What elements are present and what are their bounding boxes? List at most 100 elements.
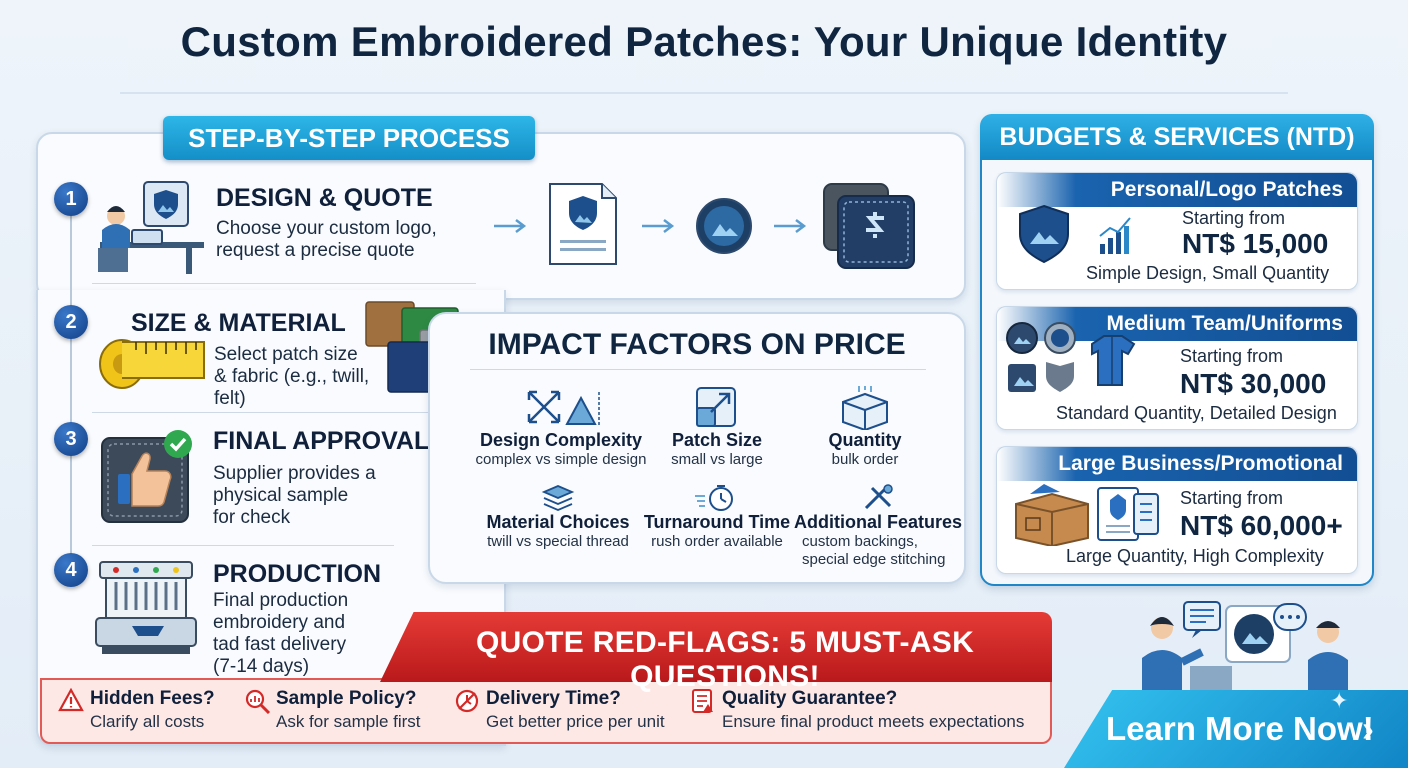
step-4-number: 4 <box>54 553 88 587</box>
budgets-title: BUDGETS & SERVICES (NTD) <box>980 114 1374 160</box>
step-2-desc-line: felt) <box>214 388 246 409</box>
budget-price: NT$ 60,000+ <box>1180 510 1343 541</box>
step-2-title: SIZE & MATERIAL <box>131 309 346 337</box>
redflag-title: Quality Guarantee? <box>722 688 898 709</box>
redflag-title: Hidden Fees? <box>90 688 215 709</box>
budget-note: Simple Design, Small Quantity <box>1086 263 1330 283</box>
factor-desc: rush order available <box>651 533 783 550</box>
budget-card-head: Medium Team/Uniforms <box>997 307 1357 341</box>
factor-turnaround-time: Turnaround Time rush order available <box>627 484 807 551</box>
step-1-title: DESIGN & QUOTE <box>216 184 433 212</box>
budget-note: Standard Quantity, Detailed Design <box>1056 403 1337 423</box>
budget-note: Large Quantity, High Complexity <box>1066 546 1324 566</box>
layers-icon <box>541 485 575 511</box>
step-3-desc: Supplier provides a physical sample for … <box>213 463 376 529</box>
budget-card-head: Personal/Logo Patches <box>997 173 1357 207</box>
redflag-title: Delivery Time? <box>486 688 621 709</box>
factor-desc-line: custom backings, <box>802 533 918 550</box>
factor-title: Additional Features <box>793 512 963 532</box>
impact-factors-panel <box>428 312 966 584</box>
factor-title: Quantity <box>828 430 902 450</box>
factor-desc: small vs large <box>671 451 763 468</box>
budget-start-label: Starting from <box>1180 488 1284 508</box>
timeline-line <box>70 212 72 582</box>
stopwatch-icon <box>695 485 733 511</box>
budget-price: NT$ 15,000 <box>1182 228 1329 259</box>
process-ribbon: STEP-BY-STEP PROCESS <box>163 116 535 160</box>
factor-title: Patch Size <box>671 430 763 450</box>
redflag-desc: Get better price per unit <box>486 712 665 731</box>
step-divider <box>92 283 476 284</box>
impact-title: IMPACT FACTORS ON PRICE <box>488 328 906 361</box>
budget-start-label: Starting from <box>1182 208 1286 228</box>
factor-patch-size: Patch Size small vs large <box>627 386 807 469</box>
step-3-number: 3 <box>54 422 88 456</box>
factor-desc: twill vs special thread <box>487 533 629 550</box>
redflags-strip <box>40 678 1052 744</box>
budget-card-large: Large Business/Promotional <box>996 446 1358 574</box>
budget-card-head: Large Business/Promotional <box>997 447 1357 481</box>
arrows-expand-icon <box>527 390 600 426</box>
checklist-icon <box>692 689 713 713</box>
step-divider <box>92 545 394 546</box>
step-1-desc: Choose your custom logo, request a preci… <box>216 218 437 262</box>
step-4-desc-line: Final production <box>213 590 349 611</box>
step-3-title: FINAL APPROVAL <box>213 427 430 455</box>
redflag-desc: Clarify all costs <box>90 712 205 731</box>
factor-desc-line: special edge stitching <box>802 551 946 568</box>
no-clock-icon <box>455 689 479 713</box>
redflags-banner <box>380 612 1052 682</box>
promo-box-icon <box>1012 482 1160 546</box>
step-2-desc-line: Select patch size <box>214 344 358 365</box>
shield-logo-icon <box>1016 204 1132 264</box>
factor-desc: custom backings, special edge stitching <box>788 533 968 569</box>
step-divider <box>92 412 436 413</box>
team-patches-icon <box>1004 320 1150 396</box>
step-4-desc-line: embroidery and <box>213 612 346 633</box>
factor-desc: complex vs simple design <box>475 451 647 468</box>
sparkle-icon: ✦ <box>1330 688 1349 713</box>
step-3-desc-line: physical sample <box>213 485 349 506</box>
redflag-desc: Ensure final product meets expectations <box>722 712 1025 731</box>
page-title: Custom Embroidered Patches: Your Unique … <box>180 18 1228 65</box>
designer-at-desk-icon <box>92 178 207 278</box>
step-1-desc-line: Choose your custom logo, <box>216 218 437 239</box>
measuring-tape-icon <box>96 334 208 394</box>
step-2-desc: Select patch size & fabric (e.g., twill,… <box>214 344 369 410</box>
step-3-desc-line: Supplier provides a <box>213 463 376 484</box>
design-flow <box>490 176 930 276</box>
step-1-number: 1 <box>54 182 88 216</box>
warning-icon <box>58 688 84 712</box>
redflag-title: Sample Policy? <box>276 688 417 709</box>
redflag-desc: Ask for sample first <box>276 712 421 731</box>
step-1-desc-line: request a precise quote <box>216 240 415 261</box>
learn-more-label[interactable]: Learn More Now! <box>1106 710 1374 747</box>
title-divider <box>120 92 1288 94</box>
step-2-number: 2 <box>54 305 88 339</box>
step-3-desc-line: for check <box>213 507 291 528</box>
resize-icon <box>696 387 736 427</box>
factor-material-choices: Material Choices twill vs special thread <box>468 484 648 551</box>
thumbs-up-approval-icon <box>98 426 198 526</box>
step-2-desc-line: & fabric (e.g., twill, <box>214 366 370 387</box>
step-4-desc: Final production embroidery and tad fast… <box>213 590 348 678</box>
budget-price: NT$ 30,000 <box>1180 368 1327 399</box>
tools-icon <box>864 484 893 510</box>
chevron-right-icon[interactable]: › <box>1362 708 1374 749</box>
factor-title: Material Choices <box>486 512 630 532</box>
box-icon <box>842 386 888 430</box>
redflags-title: QUOTE RED-FLAGS: 5 MUST-ASK QUESTIONS! <box>475 626 975 693</box>
factor-desc: bulk order <box>831 451 899 468</box>
learn-more-button[interactable] <box>1064 690 1408 768</box>
factor-title: Design Complexity <box>479 430 643 450</box>
factor-design-complexity: Design Complexity complex vs simple desi… <box>471 386 651 469</box>
consultation-illustration <box>1130 594 1370 690</box>
step-4-desc-line: tad fast delivery <box>213 634 347 655</box>
embroidery-machine-icon <box>92 556 202 668</box>
impact-divider <box>470 369 926 370</box>
factor-title: Turnaround Time <box>643 512 791 532</box>
factor-quantity: Quantity bulk order <box>775 386 955 469</box>
magnifier-icon <box>245 689 271 714</box>
step-4-title: PRODUCTION <box>213 560 382 588</box>
factor-additional-features: Additional Features custom backings, spe… <box>788 484 968 569</box>
